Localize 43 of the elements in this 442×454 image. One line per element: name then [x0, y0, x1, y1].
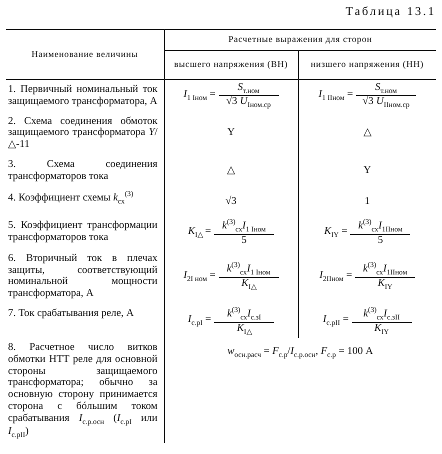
formula-left-side: I$_{с.рI}$ =	[188, 314, 212, 328]
column-header: Наименование величины	[31, 48, 138, 59]
fraction-denominator: √3 U$_{Iном.ср}$	[226, 96, 271, 110]
formula: w$_{осн.расч}$ = F$_{с.р}$/I$_{с.р.осн}$, F$_{с.р}$ = 100 А	[227, 346, 374, 358]
connection-symbol: △	[227, 164, 235, 176]
column-header: низшего напряжения (НН)	[310, 59, 424, 70]
column-header: высшего напряжения (ВН)	[174, 59, 288, 70]
coefficient-value: √3	[225, 196, 236, 206]
row-label: 7. Ток срабатывания реле, А	[8, 308, 135, 320]
connection-symbol: Y	[363, 164, 372, 176]
fraction-numerator: k$^{(3)}$$_{сх}$I$_{с.зII}$	[363, 306, 400, 322]
fraction-numerator: k$^{(3)}$$_{сх}$I$_{1IIном}$	[358, 218, 403, 234]
formula-left-side: K$_{IY}$ =	[324, 226, 348, 240]
fraction-numerator: k$^{(3)}$$_{сх}$I$_{с.зI}$	[227, 306, 262, 322]
formula-left-side: I$_{2I ном}$ =	[183, 270, 216, 284]
connection-symbol: Y	[227, 127, 235, 138]
formula-left-side: I$_{1 Iном}$ =	[183, 89, 216, 102]
table-title: Таблица 13.1	[344, 4, 436, 19]
fraction-denominator: K$_{IY}$	[374, 322, 389, 336]
row-label: 8. Расчетное число витков обмотки НТТ реле для основной стороны защищаемого трансформатора; обычно за основную сторону принимается сторона с бóльшим током срабатывания I$_{с.р.осн}$ (I$_{с.рI}$ или I$_{с.рII}$)	[8, 342, 158, 440]
fraction-denominator: K$_{I△}$	[236, 322, 252, 336]
formula-left-side: I$_{1 IIном}$ =	[318, 89, 354, 102]
row-label: 2. Схема соединения обмоток защищаемого трансформатора Y/△-11	[8, 116, 158, 151]
column-header: Расчетные выражения для сторон	[228, 34, 372, 44]
fraction-numerator: k$^{(3)}$$_{сх}$I$_{1 Iном}$	[222, 218, 266, 234]
row-label: 6. Вторичный ток в плечах защиты, соответствующий номинальной мощности трансформатора, А	[8, 252, 158, 300]
fraction-numerator: S$_{т.ном}$	[238, 82, 260, 96]
coefficient-value: 1	[364, 196, 370, 206]
fraction-denominator: √3 U$_{IIном.ср}$	[362, 96, 410, 110]
fraction-numerator: S$_{т.ном}$	[375, 82, 397, 96]
row-label: 3. Схема соединения трансформаторов тока	[8, 158, 158, 182]
fraction-numerator: k$^{(3)}$$_{сх}$I$_{1 Iном}$	[226, 261, 270, 278]
row-label: 1. Первичный номинальный ток защищаемого трансформатора, А	[8, 84, 158, 108]
formula-left-side: K$_{I△}$ =	[188, 226, 211, 240]
fraction-denominator: 5	[241, 235, 247, 247]
formula-left-side: I$_{2IIном}$ =	[319, 270, 352, 284]
fraction-denominator: K$_{I△}$	[241, 278, 256, 292]
formula-left-side: I$_{с.рII}$ =	[322, 314, 349, 328]
fraction-numerator: k$^{(3)}$$_{сх}$I$_{1IIном}$	[362, 261, 408, 278]
fraction-denominator: K$_{IY}$	[378, 278, 392, 292]
fraction-denominator: 5	[378, 235, 384, 247]
row-label: 5. Коэффициент трансформации трансформаторов тока	[8, 220, 158, 244]
connection-symbol: △	[363, 127, 372, 138]
